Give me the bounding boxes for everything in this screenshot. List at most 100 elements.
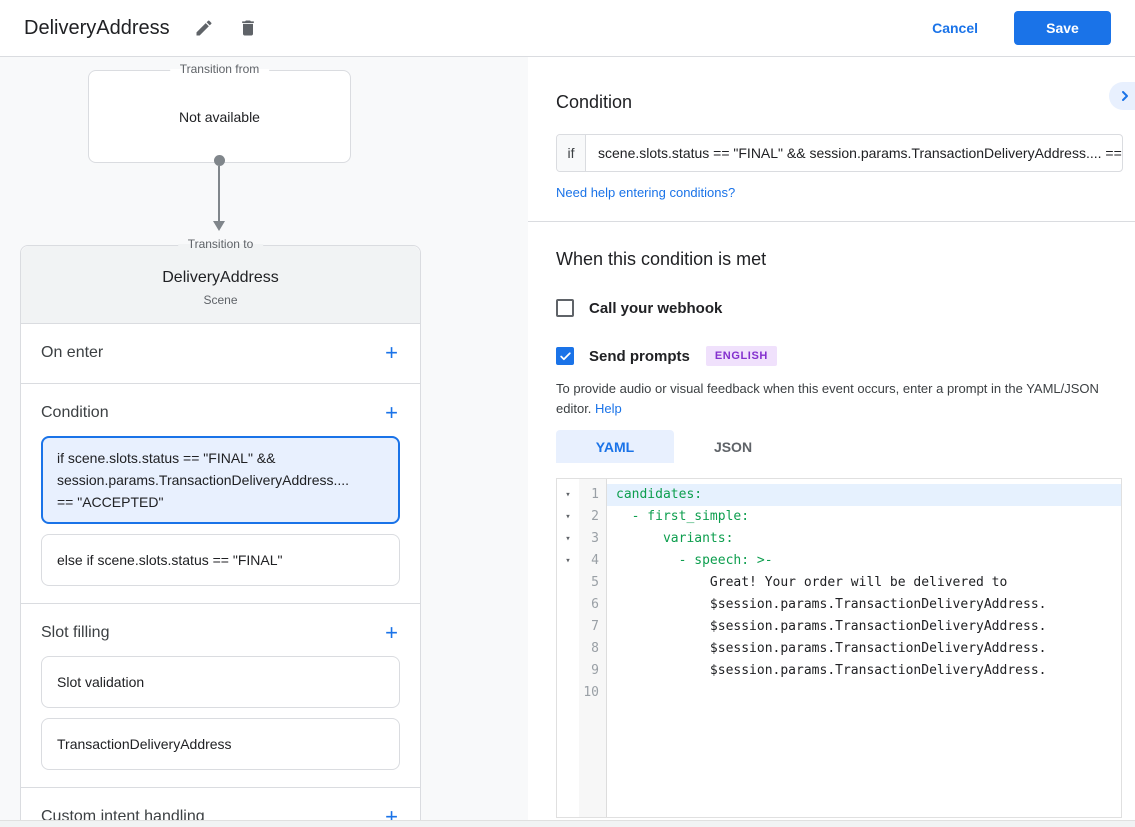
slot-validation-chip[interactable]: Slot validation — [41, 656, 400, 708]
send-prompts-row: Send prompts ENGLISH — [556, 346, 1123, 366]
condition-chip-selected[interactable]: if scene.slots.status == "FINAL" && sess… — [41, 436, 400, 524]
when-condition-met-title: When this condition is met — [556, 249, 767, 269]
code-text[interactable]: variants: — [616, 531, 734, 546]
connector-arrowhead-icon — [213, 221, 225, 231]
editor-lines: ▾ 1 candidates: ▾ 2 - first_simple: ▾ 3 … — [557, 479, 1121, 704]
top-bar: DeliveryAddress Cancel Save — [0, 0, 1135, 57]
code-text[interactable] — [607, 682, 1121, 704]
code-text[interactable]: - first_simple: — [616, 509, 750, 524]
transition-to-card: Transition to DeliveryAddress Scene On e… — [20, 237, 421, 827]
yaml-code-editor[interactable]: ▾ 1 candidates: ▾ 2 - first_simple: ▾ 3 … — [556, 478, 1122, 818]
slot-filling-label: Slot filling — [41, 624, 110, 641]
if-prefix-label: if — [557, 135, 586, 171]
line-number: 9 — [591, 663, 599, 678]
horizontal-scrollbar[interactable] — [0, 820, 1135, 827]
code-line: 10 — [557, 682, 1121, 704]
line-number: 1 — [591, 487, 599, 502]
code-text[interactable]: $session.params.TransactionDeliveryAddre… — [616, 597, 1047, 612]
condition-panel-title: Condition — [556, 92, 633, 112]
line-number: 4 — [591, 553, 599, 568]
tab-json[interactable]: JSON — [674, 430, 792, 463]
webhook-row: Call your webhook — [556, 299, 1123, 317]
on-enter-label: On enter — [41, 344, 104, 361]
code-line: 8 $session.params.TransactionDeliveryAdd… — [557, 638, 1121, 660]
delete-scene-button[interactable] — [238, 18, 258, 38]
fold-spacer — [557, 682, 579, 704]
fold-spacer — [557, 638, 579, 660]
condition-chip[interactable]: else if scene.slots.status == "FINAL" — [41, 534, 400, 586]
fold-spacer — [557, 660, 579, 682]
slot-chip[interactable]: TransactionDeliveryAddress — [41, 718, 400, 770]
transition-to-legend: Transition to — [177, 237, 264, 251]
tab-yaml[interactable]: YAML — [556, 430, 674, 463]
condition-detail-panel: Condition if scene.slots.status == "FINA… — [528, 57, 1135, 827]
call-webhook-checkbox[interactable] — [556, 299, 574, 317]
section-slot-filling: Slot filling + Slot validation Transacti… — [21, 604, 420, 788]
call-webhook-label: Call your webhook — [589, 299, 723, 317]
fold-toggle-icon[interactable]: ▾ — [565, 512, 571, 522]
fold-toggle-icon[interactable]: ▾ — [565, 556, 571, 566]
add-condition-button[interactable]: + — [385, 400, 398, 425]
code-text[interactable]: candidates: — [607, 484, 1121, 506]
transition-from-value: Not available — [179, 108, 260, 125]
line-number: 6 — [591, 597, 599, 612]
condition-expression-input[interactable]: scene.slots.status == "FINAL" && session… — [598, 145, 1122, 161]
editor-tabs: YAML JSON — [556, 430, 1123, 463]
help-link[interactable]: Help — [595, 401, 622, 416]
code-line: ▾ 4 - speech: >- — [557, 550, 1121, 572]
code-text[interactable]: $session.params.TransactionDeliveryAddre… — [616, 663, 1047, 678]
condition-chip-line: if scene.slots.status == "FINAL" && — [57, 450, 276, 466]
fold-toggle-icon[interactable]: ▾ — [565, 534, 571, 544]
line-number: 7 — [591, 619, 599, 634]
code-text[interactable]: $session.params.TransactionDeliveryAddre… — [616, 641, 1047, 656]
pencil-icon — [194, 18, 214, 38]
code-line: 6 $session.params.TransactionDeliveryAdd… — [557, 594, 1121, 616]
scene-diagram-panel: Transition from Not available Transition… — [0, 57, 528, 827]
prompts-description-text: To provide audio or visual feedback when… — [556, 381, 1099, 416]
fold-spacer — [557, 572, 579, 594]
panel-divider — [528, 221, 1135, 222]
connector-dot — [214, 155, 225, 166]
line-number: 8 — [591, 641, 599, 656]
save-button[interactable]: Save — [1014, 11, 1111, 45]
fold-spacer — [557, 594, 579, 616]
edit-scene-button[interactable] — [194, 18, 214, 38]
line-number: 2 — [591, 509, 599, 524]
condition-label: Condition — [41, 404, 109, 421]
code-line: ▾ 1 candidates: — [557, 484, 1121, 506]
editor-gutter — [579, 479, 607, 817]
page-title: DeliveryAddress — [24, 16, 170, 39]
section-on-enter: On enter + — [21, 324, 420, 384]
code-text[interactable]: $session.params.TransactionDeliveryAddre… — [616, 619, 1047, 634]
add-on-enter-button[interactable]: + — [385, 340, 398, 365]
cancel-button[interactable]: Cancel — [932, 20, 978, 36]
code-text[interactable]: - speech: >- — [616, 553, 773, 568]
send-prompts-label: Send prompts — [589, 347, 690, 365]
fold-toggle-icon[interactable]: ▾ — [565, 490, 571, 500]
prompts-description: To provide audio or visual feedback when… — [556, 379, 1123, 419]
scene-card-header: DeliveryAddress Scene — [21, 246, 420, 324]
condition-help-link[interactable]: Need help entering conditions? — [556, 185, 736, 200]
condition-input-row: if scene.slots.status == "FINAL" && sess… — [556, 134, 1123, 172]
collapse-panel-button[interactable] — [1109, 82, 1135, 110]
condition-chip-line: == "ACCEPTED" — [57, 494, 164, 510]
line-number: 5 — [591, 575, 599, 590]
fold-spacer — [557, 616, 579, 638]
section-condition: Condition + if scene.slots.status == "FI… — [21, 384, 420, 604]
code-line: 9 $session.params.TransactionDeliveryAdd… — [557, 660, 1121, 682]
send-prompts-checkbox[interactable] — [556, 347, 574, 365]
scene-type: Scene — [203, 293, 238, 307]
condition-chip-line: session.params.TransactionDeliveryAddres… — [57, 472, 350, 488]
language-badge: ENGLISH — [705, 346, 777, 366]
line-number: 10 — [583, 685, 599, 700]
trash-icon — [238, 18, 258, 38]
code-line: ▾ 3 variants: — [557, 528, 1121, 550]
code-line: 7 $session.params.TransactionDeliveryAdd… — [557, 616, 1121, 638]
scene-name: DeliveryAddress — [162, 269, 279, 286]
code-text[interactable]: Great! Your order will be delivered to — [616, 575, 1008, 590]
transition-from-box: Transition from Not available — [88, 62, 351, 163]
code-line: ▾ 2 - first_simple: — [557, 506, 1121, 528]
line-number: 3 — [591, 531, 599, 546]
add-slot-button[interactable]: + — [385, 620, 398, 645]
check-icon — [559, 350, 572, 363]
